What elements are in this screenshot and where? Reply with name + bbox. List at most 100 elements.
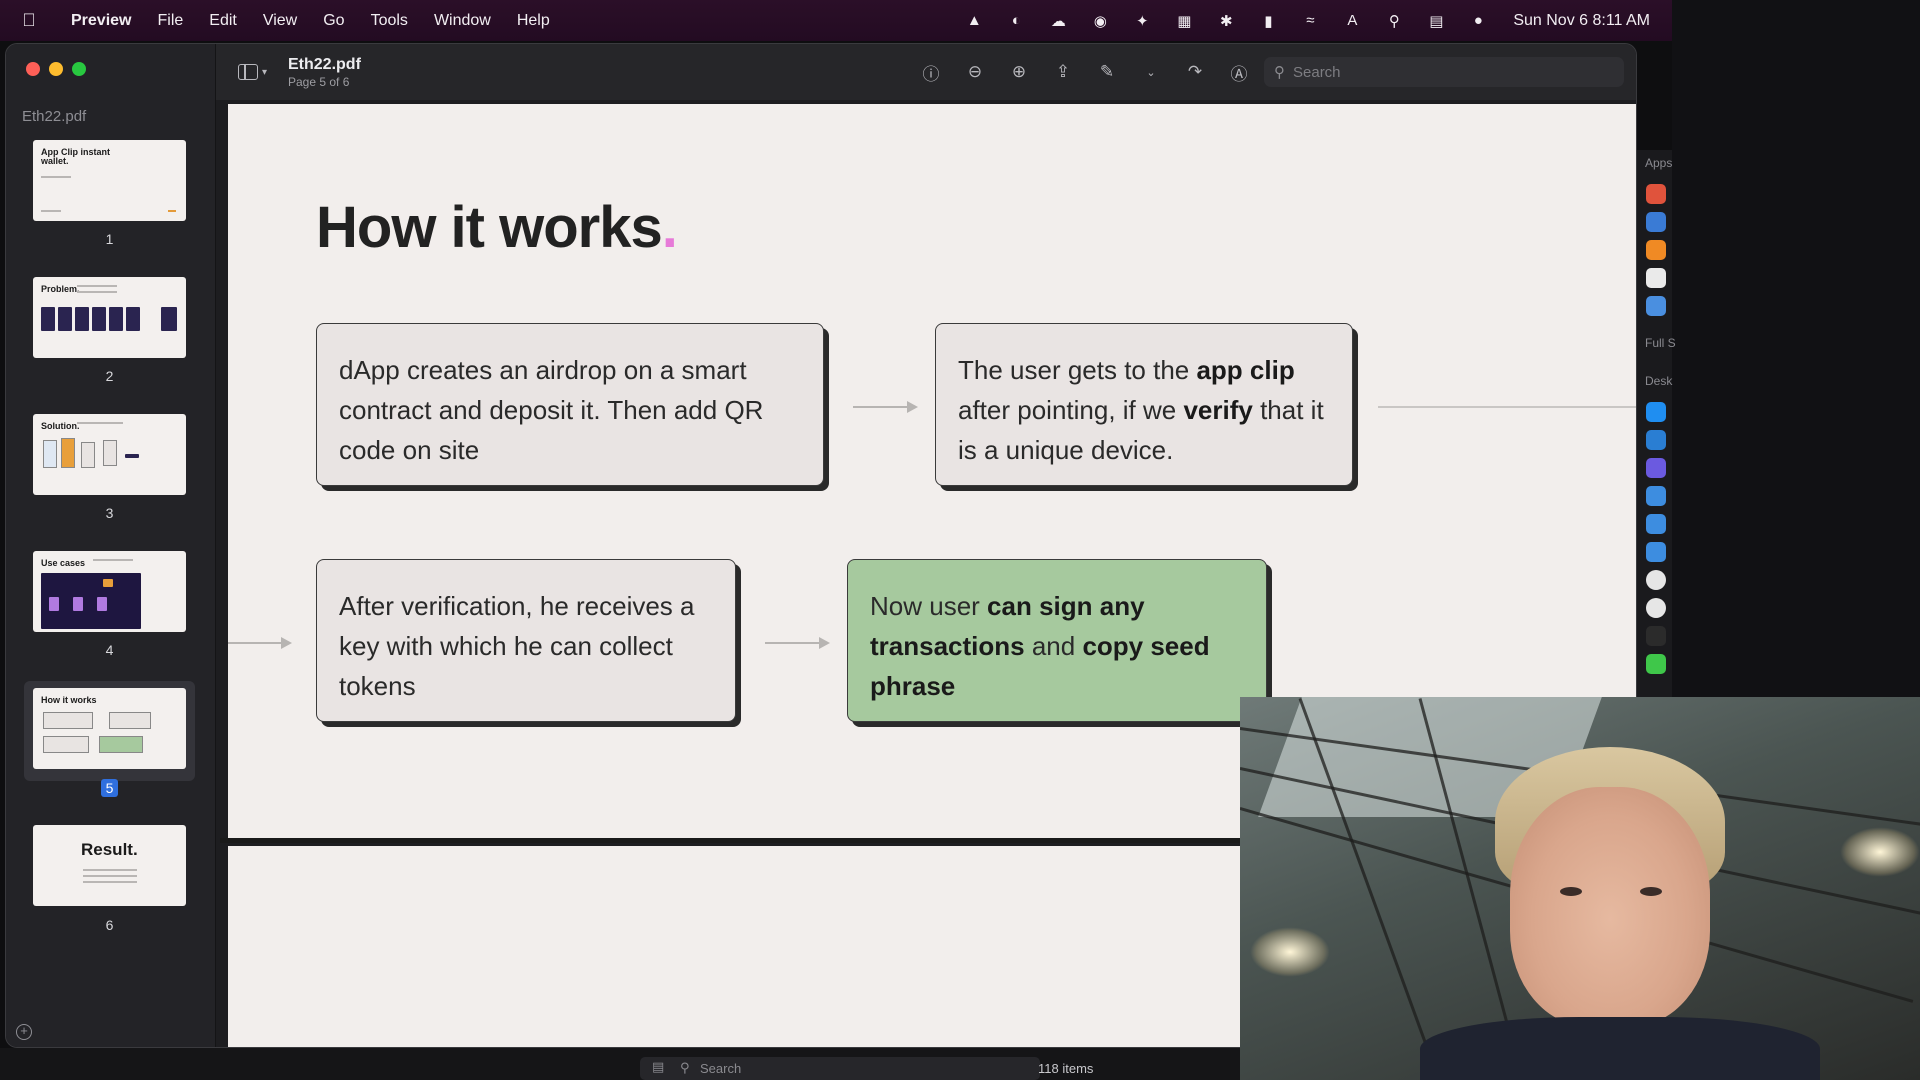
webcam-overlay [1240,697,1920,1080]
document-info: Eth22.pdf Page 5 of 6 [288,56,361,89]
messages-icon[interactable] [1646,654,1666,674]
page-thumbnail-2[interactable]: Problem. [33,277,186,358]
menu-tools[interactable]: Tools [370,11,408,29]
status-icon-5[interactable]: ✦ [1136,12,1149,30]
zoom-window-button[interactable] [72,62,86,76]
app-icon-5[interactable] [1646,296,1666,316]
page-number-6: 6 [105,917,114,933]
input-source-icon[interactable]: A [1347,12,1358,29]
page-thumbnail-4[interactable]: Use cases [33,551,186,632]
step-card-2-bold-b: verify [1183,395,1253,425]
slide-title-text: How it works [316,195,663,260]
slide-title-dot: . [661,195,678,260]
sidebar-toggle-button[interactable]: ▾ [238,61,276,83]
terminal-icon[interactable] [1646,626,1666,646]
cloud-upload-icon[interactable]: ☁ [1050,12,1066,30]
chrome-icon-1[interactable] [1646,570,1666,590]
app-icon-2[interactable] [1646,212,1666,232]
menu-file[interactable]: File [157,11,184,29]
vlc-app-icon[interactable] [1646,240,1666,260]
app-store-icon[interactable] [1646,402,1666,422]
markup-pen-icon[interactable]: ✎ [1099,62,1115,81]
strip-label-full: Full S [1645,336,1676,350]
app-icon-8[interactable] [1646,458,1666,478]
page-number-2: 2 [105,368,114,384]
search-field[interactable]: ⚲ [1264,57,1624,87]
finder-icon-1[interactable] [1646,486,1666,506]
connector-line [1378,406,1636,408]
slide-title: How it works. [316,194,678,261]
menu-window[interactable]: Window [433,11,491,29]
finder-icon-2[interactable] [1646,514,1666,534]
vlc-status-icon[interactable]: ▲ [966,12,982,29]
control-center-icon[interactable]: ▤ [1429,12,1444,30]
grid-status-icon[interactable]: ▦ [1177,12,1192,30]
presenter-eye [1560,887,1582,896]
figma-app-icon[interactable] [1646,184,1666,204]
info-icon[interactable]: ⓘ [922,64,940,84]
step-card-4-bold-a: can sign any transactions [870,591,1145,661]
wifi-icon[interactable]: ≈ [1306,12,1315,29]
page-number-4: 4 [105,642,114,658]
status-icon-2[interactable]: ◐ [1011,12,1021,29]
step-card-4-text-b: and [1024,631,1083,661]
page-thumbnail-3[interactable]: Solution. [33,414,186,495]
menubar-clock[interactable]: Sun Nov 6 8:11 AM [1513,11,1650,29]
minimize-window-button[interactable] [49,62,63,76]
page-thumbnail-6[interactable]: Result. [33,825,186,906]
step-card-4: Now user can sign any transactions and c… [847,559,1267,722]
sidebar-document-title: Eth22.pdf [22,108,87,125]
step-card-3: After verification, he receives a key wi… [316,559,736,722]
apple-menu-icon[interactable]:  [0,10,58,31]
thumbnail-title: Result. [81,840,138,859]
status-icon-4[interactable]: ◉ [1093,12,1107,30]
page-number-3: 3 [105,505,114,521]
step-card-1: dApp creates an airdrop on a smart contr… [316,323,824,486]
close-window-button[interactable] [26,62,40,76]
annotate-icon[interactable]: Ⓐ [1230,64,1248,84]
markup-chevron-down-icon[interactable]: ⌄ [1146,66,1156,79]
menu-edit[interactable]: Edit [209,11,237,29]
menu-help[interactable]: Help [516,11,550,29]
menu-go[interactable]: Go [323,11,345,29]
page-number-5-label: 5 [100,779,119,797]
page-number-1: 1 [105,231,114,247]
page-number-5: 5 [33,779,186,797]
presenter-shirt [1420,1017,1820,1080]
app-icon-4[interactable] [1646,268,1666,288]
presenter-face [1510,787,1710,1027]
zoom-in-icon[interactable]: ⊕ [1011,62,1027,81]
finder-icon-3[interactable] [1646,542,1666,562]
window-controls [26,62,86,76]
step-card-2-text-a: The user gets to the [958,355,1197,385]
search-icon: ⚲ [680,1060,690,1075]
step-card-1-text: dApp creates an airdrop on a smart contr… [339,355,764,465]
thumbnail-title: App Clip instant wallet. [41,147,110,167]
menu-view[interactable]: View [262,11,298,29]
chrome-icon-2[interactable] [1646,598,1666,618]
thumbnail-title: Solution. [41,421,80,431]
vscode-icon[interactable] [1646,430,1666,450]
page-indicator: Page 5 of 6 [288,74,350,89]
menu-app[interactable]: Preview [71,11,132,29]
sidebar-toggle-icon[interactable]: ▤ [652,1059,665,1074]
search-input[interactable] [1293,63,1593,81]
arrow-right-icon [228,637,292,649]
share-icon[interactable]: ⇪ [1055,62,1071,81]
document-title: Eth22.pdf [288,55,361,73]
ceiling-lamp [1840,827,1920,877]
bluetooth-icon[interactable]: ✱ [1220,12,1233,30]
step-card-4-text-a: Now user [870,591,988,621]
add-page-icon[interactable]: + [16,1024,32,1040]
thumbnail-sidebar: Eth22.pdf App Clip instant wallet. 1 Pro… [6,44,216,1047]
zoom-out-icon[interactable]: ⊖ [967,62,983,81]
page-thumbnail-1[interactable]: App Clip instant wallet. [33,140,186,221]
spotlight-search-icon[interactable]: ⚲ [1388,12,1400,30]
finder-search-field[interactable]: ▤ ⚲ Search [640,1057,1040,1080]
siri-icon[interactable]: ● [1473,12,1483,29]
page-thumbnail-5[interactable]: How it works [33,688,186,769]
rotate-icon[interactable]: ↷ [1187,62,1203,81]
sidebar-icon [238,64,258,80]
battery-icon[interactable]: ▮ [1264,12,1273,30]
search-icon: ⚲ [1274,64,1285,81]
